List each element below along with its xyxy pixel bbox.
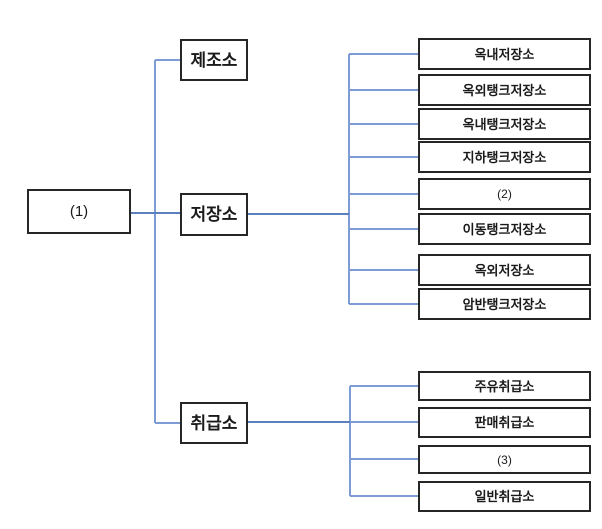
blank-3-node: (3): [418, 445, 591, 474]
indoor-tank-storage-node: 옥내탱크저장소: [418, 108, 591, 140]
general-handling-node: 일반취급소: [418, 481, 591, 512]
underground-tank-storage-node: 지하탱크저장소: [418, 141, 591, 173]
spine-connectors: [130, 212, 350, 423]
indoor-storage-node: 옥내저장소: [418, 38, 591, 70]
blank-2-node: (2): [418, 178, 591, 210]
outdoor-storage-node: 옥외저장소: [418, 254, 591, 286]
root-node: (1): [27, 189, 131, 234]
handling-node: 취급소: [180, 402, 248, 444]
mobile-tank-storage-node: 이동탱크저장소: [418, 213, 591, 245]
outdoor-tank-storage-node: 옥외탱크저장소: [418, 74, 591, 106]
rock-tank-storage-node: 암반탱크저장소: [418, 288, 591, 320]
sales-handling-node: 판매취급소: [418, 407, 591, 438]
manufacturing-node: 제조소: [180, 39, 248, 81]
gas-station-handling-node: 주유취급소: [418, 371, 591, 401]
storage-node: 저장소: [180, 193, 248, 236]
branch-lines: [154, 53, 418, 497]
